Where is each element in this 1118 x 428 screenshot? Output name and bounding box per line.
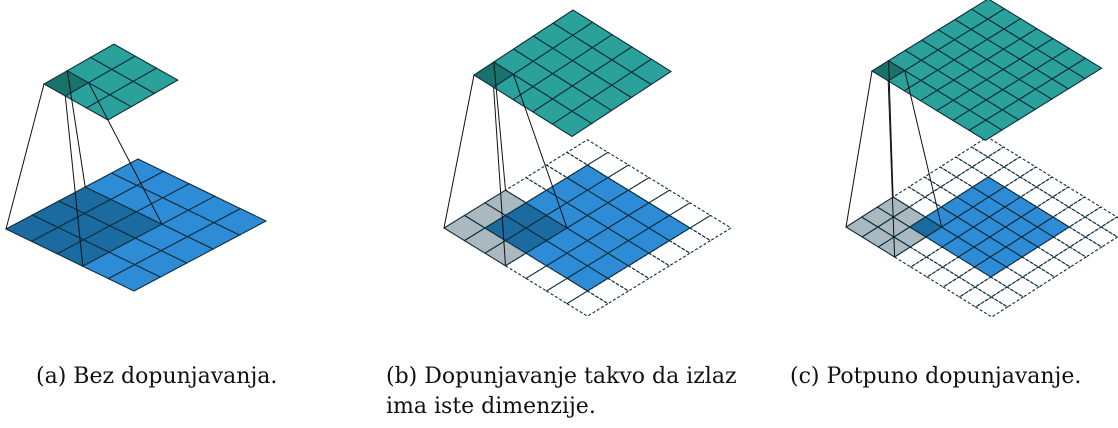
padding-cell — [990, 286, 1025, 308]
output-cell — [132, 67, 179, 95]
panel-same-padding — [442, 9, 733, 317]
output-cell — [630, 58, 673, 86]
padding-cell — [565, 139, 610, 166]
output-cell — [1067, 57, 1103, 80]
padding-cell — [1084, 226, 1118, 248]
padding-cell — [524, 265, 569, 292]
padding-cell — [545, 277, 589, 305]
padding-cell — [504, 252, 548, 280]
caption-same-padding: (b) Dopunjavanje takvo da izlaz ima iste… — [386, 364, 737, 419]
padding-cell — [606, 265, 651, 292]
padding-cell — [1053, 246, 1088, 268]
projection-line — [88, 82, 163, 225]
padding-cell — [942, 276, 977, 298]
panel-no-padding — [4, 43, 268, 292]
padding-cell — [986, 146, 1021, 168]
projection-line — [64, 95, 84, 267]
projection-line — [493, 61, 506, 191]
padding-cell — [1019, 166, 1054, 188]
projection-line — [493, 87, 506, 266]
padding-cell — [627, 252, 671, 280]
padding-cell — [606, 164, 651, 191]
padding-cell — [954, 146, 989, 168]
padding-cell — [668, 202, 712, 229]
padding-cell — [1005, 276, 1040, 298]
padding-cell — [1002, 156, 1037, 178]
padding-cell — [1035, 176, 1070, 198]
padding-cell — [974, 296, 1009, 318]
padding-cell — [565, 290, 610, 317]
padding-cell — [925, 266, 960, 288]
padding-cell — [1068, 216, 1103, 238]
projection-line — [887, 80, 896, 258]
padding-cell — [909, 256, 944, 278]
projection-line — [904, 70, 943, 228]
input-cell — [212, 207, 268, 236]
projection-line — [443, 74, 475, 229]
padding-cell — [958, 286, 993, 308]
padding-cell — [1083, 206, 1118, 228]
padding-cell — [627, 176, 671, 204]
padding-cell — [647, 239, 692, 267]
projection-line — [66, 70, 86, 188]
padding-cell — [970, 136, 1005, 158]
padding-cell — [939, 156, 974, 178]
padding-cell — [1021, 266, 1056, 288]
padding-cell — [586, 151, 630, 179]
projection-line — [888, 60, 894, 198]
padding-cell — [647, 189, 692, 217]
padding-cell — [907, 176, 942, 198]
padding-cell — [1068, 236, 1103, 258]
padding-cell — [504, 176, 548, 204]
padding-cell — [923, 166, 958, 188]
padding-cell — [586, 277, 630, 305]
panel-full-padding — [844, 0, 1118, 318]
padding-cell — [524, 164, 569, 191]
padding-cell — [1051, 186, 1086, 208]
padding-cell — [974, 276, 1009, 298]
padding-cell — [688, 214, 733, 242]
projection-line — [512, 74, 568, 229]
projection-line — [5, 83, 45, 230]
padding-cell — [1100, 216, 1118, 238]
padding-cell — [1067, 196, 1102, 218]
caption-no-padding: (a) Bez dopunjavanja. — [36, 364, 278, 389]
padding-cell — [545, 151, 589, 179]
caption-full-padding: (c) Potpuno dopunjavanje. — [790, 364, 1082, 389]
padding-cell — [1037, 256, 1072, 278]
projection-line — [845, 70, 873, 228]
padding-cell — [668, 227, 712, 254]
padding-cell — [971, 156, 1006, 178]
